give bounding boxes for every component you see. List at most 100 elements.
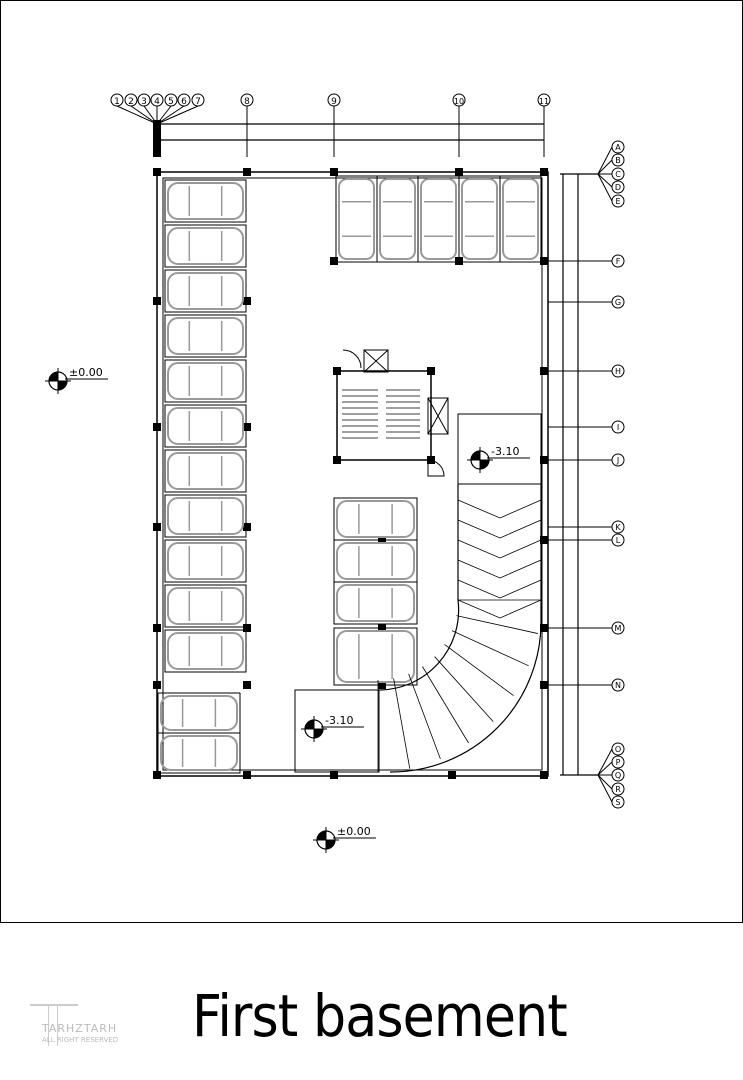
parking-space bbox=[164, 269, 247, 313]
parking-bay bbox=[333, 539, 418, 583]
car-icon bbox=[167, 632, 244, 670]
grid-row-label: D bbox=[615, 183, 621, 192]
grid-column-label: 10 bbox=[454, 97, 464, 106]
structural-column bbox=[540, 367, 548, 375]
parking-space bbox=[333, 539, 418, 583]
car-icon bbox=[160, 735, 238, 771]
car-icon bbox=[167, 452, 244, 490]
parking-bay bbox=[335, 175, 378, 263]
level-label: ±0.00 bbox=[337, 825, 371, 838]
ramp-chevron bbox=[457, 519, 542, 539]
grid-column-label: 7 bbox=[195, 97, 201, 107]
grid-row-label: F bbox=[616, 257, 621, 266]
parking-bay bbox=[157, 732, 241, 774]
logo-brand: TARHZTARH bbox=[42, 1022, 118, 1035]
stair-core bbox=[336, 370, 432, 461]
level-marker-fill bbox=[317, 831, 335, 849]
parking-space bbox=[458, 175, 501, 263]
grid-leader bbox=[130, 105, 158, 125]
car-icon bbox=[379, 178, 416, 260]
level-marker-fill bbox=[49, 372, 67, 390]
car-icon bbox=[336, 542, 415, 580]
structural-column bbox=[153, 523, 161, 531]
grid-row-label: B bbox=[615, 156, 621, 165]
grid-tick-cluster bbox=[153, 120, 161, 157]
car-icon bbox=[420, 178, 457, 260]
structural-column bbox=[153, 297, 161, 305]
grid-row-label: P bbox=[616, 758, 621, 767]
structural-column bbox=[243, 297, 251, 305]
parking-bay bbox=[164, 629, 247, 673]
parking-bay bbox=[164, 359, 247, 403]
structural-column bbox=[540, 257, 548, 265]
structural-column bbox=[153, 168, 161, 176]
parking-space bbox=[333, 497, 418, 541]
level-label: -3.10 bbox=[325, 714, 353, 727]
car-icon bbox=[461, 178, 498, 260]
structural-column bbox=[330, 771, 338, 779]
grid-column-label: 3 bbox=[141, 97, 147, 107]
parking-space bbox=[157, 692, 241, 734]
parking-bay bbox=[333, 627, 418, 686]
parking-bay bbox=[164, 494, 247, 538]
car-icon bbox=[167, 542, 244, 580]
level-marker-fill bbox=[305, 720, 323, 738]
grid-leader bbox=[597, 774, 613, 790]
grid-row-label: O bbox=[615, 745, 621, 754]
grid-leader bbox=[597, 774, 613, 803]
structural-column bbox=[153, 681, 161, 689]
grid-column-label: 1 bbox=[114, 97, 120, 107]
ramp-segment bbox=[393, 678, 411, 769]
grid-row-label: E bbox=[615, 197, 620, 206]
structural-column bbox=[243, 168, 251, 176]
grid-leader bbox=[156, 105, 185, 125]
ramp-chevron bbox=[457, 499, 542, 519]
ramp-segment bbox=[456, 615, 538, 634]
grid-row-label: L bbox=[616, 536, 621, 545]
parking-bay bbox=[164, 539, 247, 583]
structural-column bbox=[243, 624, 251, 632]
ramp-segment bbox=[434, 656, 494, 722]
parking-bay bbox=[164, 314, 247, 358]
elevator-cross bbox=[363, 349, 389, 373]
grid-row-label: A bbox=[615, 143, 621, 152]
structural-column bbox=[153, 624, 161, 632]
elevator-shaft bbox=[427, 397, 449, 435]
grid-column-label: 5 bbox=[168, 97, 174, 107]
parking-bay bbox=[376, 175, 419, 263]
car-icon bbox=[336, 500, 415, 538]
parking-space bbox=[157, 732, 241, 774]
outer-wall bbox=[156, 171, 549, 777]
logo: TARHZTARH ALL RIGHT RESERVED bbox=[30, 1000, 180, 1052]
grid-row-label: M bbox=[615, 624, 622, 633]
car-icon bbox=[167, 407, 244, 445]
parking-space bbox=[164, 629, 247, 673]
parking-space bbox=[164, 539, 247, 583]
parking-space bbox=[164, 359, 247, 403]
level-label: -3.10 bbox=[491, 445, 519, 458]
parking-space bbox=[164, 449, 247, 493]
parking-space bbox=[164, 584, 247, 628]
ramp-segment bbox=[451, 630, 529, 667]
structural-column bbox=[153, 423, 161, 431]
parking-bay bbox=[164, 269, 247, 313]
parking-space bbox=[335, 175, 378, 263]
door-swing bbox=[342, 349, 362, 369]
structural-column bbox=[455, 168, 463, 176]
parking-bay bbox=[458, 175, 501, 263]
door-swing bbox=[427, 459, 445, 477]
parking-space bbox=[333, 627, 418, 686]
car-icon bbox=[160, 695, 238, 731]
grid-row-label: K bbox=[615, 523, 621, 532]
structural-column bbox=[243, 423, 251, 431]
ramp-segment bbox=[444, 644, 514, 696]
parking-space bbox=[164, 494, 247, 538]
grid-row-label: N bbox=[615, 681, 621, 690]
structural-column bbox=[153, 771, 161, 779]
parking-space bbox=[417, 175, 460, 263]
ramp-chevron bbox=[457, 599, 542, 619]
grid-row-label: I bbox=[617, 423, 619, 432]
structural-column bbox=[330, 168, 338, 176]
parking-bay bbox=[157, 692, 241, 734]
